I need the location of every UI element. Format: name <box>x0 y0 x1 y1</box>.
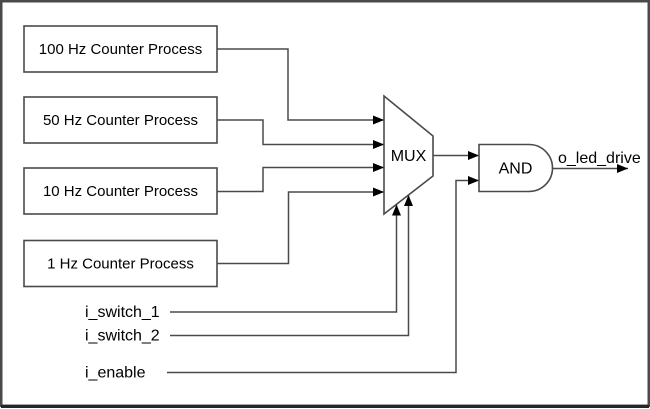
wire-50hz-to-mux <box>217 119 384 149</box>
block-label-1hz: 1 Hz Counter Process <box>47 256 194 273</box>
block-50hz-counter <box>23 96 218 144</box>
signal-label-i-enable: i_enable <box>85 365 146 382</box>
and-gate-shape <box>478 143 554 193</box>
and-gate-label: AND <box>499 161 533 178</box>
block-1hz-counter <box>23 239 218 288</box>
block-label-100hz: 100 Hz Counter Process <box>39 41 202 58</box>
wire-10hz-to-mux <box>217 163 384 193</box>
block-label-50hz: 50 Hz Counter Process <box>43 112 198 129</box>
wire-1hz-to-mux <box>217 187 384 265</box>
block-100hz-counter <box>23 25 218 73</box>
logic-shapes <box>383 94 554 216</box>
signal-label-i-switch-1: i_switch_1 <box>85 304 160 321</box>
wire-i-enable-to-and <box>167 176 479 374</box>
wires <box>167 48 628 374</box>
wire-i-switch-2-to-mux <box>170 195 413 337</box>
process-blocks <box>23 25 218 288</box>
labels: 100 Hz Counter Process 50 Hz Counter Pro… <box>39 41 641 382</box>
wire-i-switch-1-to-mux <box>170 204 401 313</box>
mux-shape <box>383 94 434 216</box>
mux-label: MUX <box>391 148 427 165</box>
block-label-10hz: 10 Hz Counter Process <box>43 183 198 200</box>
block-10hz-counter <box>23 167 218 215</box>
signal-label-i-switch-2: i_switch_2 <box>85 328 160 345</box>
wire-100hz-to-mux <box>217 48 384 125</box>
signal-label-o-led-drive: o_led_drive <box>558 150 641 167</box>
